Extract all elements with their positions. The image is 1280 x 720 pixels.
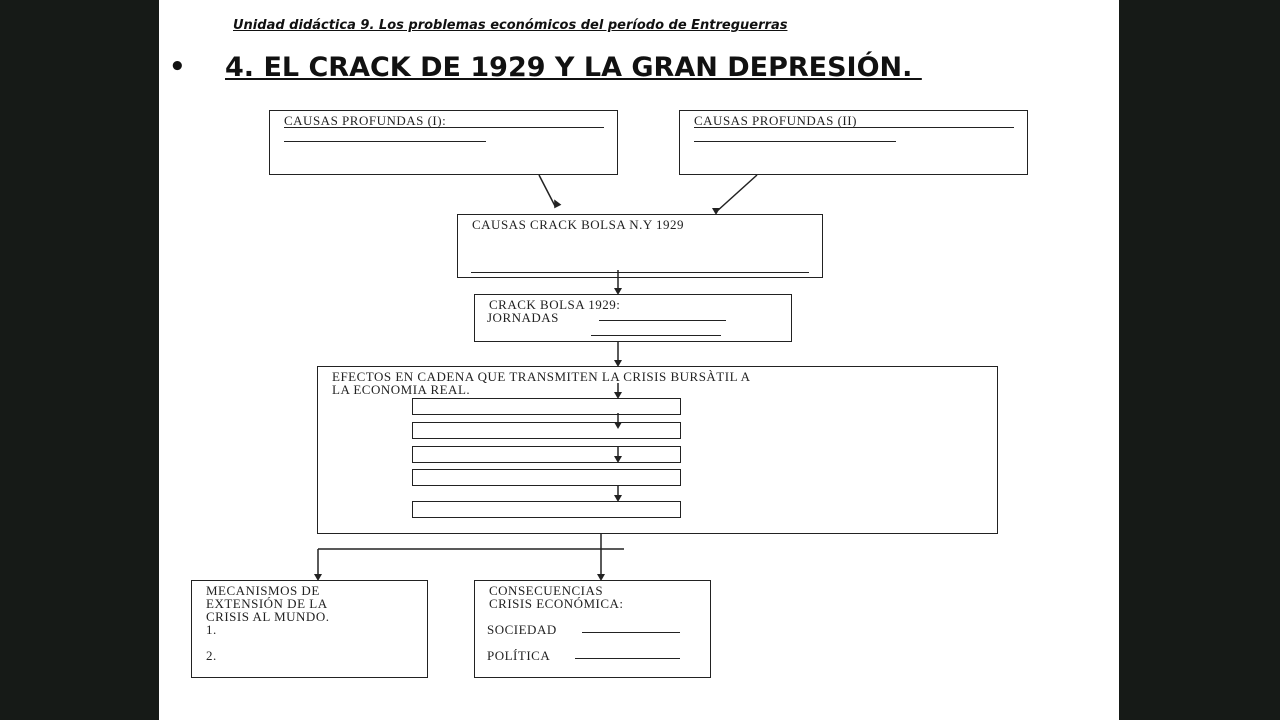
unit-header: Unidad didáctica 9. Los problemas económ… [233, 18, 788, 33]
chain-step-4 [412, 469, 681, 486]
slide: Unidad didáctica 9. Los problemas económ… [159, 0, 1119, 720]
chain-step-1 [412, 398, 681, 415]
blank-line [471, 272, 809, 273]
jornadas-label: JORNADAS [487, 310, 559, 325]
sociedad-label: SOCIEDAD [487, 622, 557, 637]
mecanismos-label-line2: EXTENSIÓN DE LA [206, 596, 328, 611]
slide-title: 4. EL CRACK DE 1929 Y LA GRAN DEPRESIÓN. [225, 52, 922, 83]
consecuencias-box: CONSECUENCIAS CRISIS ECONÓMICA: SOCIEDAD… [474, 580, 711, 678]
causas-profundas-2-label: CAUSAS PROFUNDAS (II) [694, 113, 857, 128]
blank-line [284, 141, 486, 142]
consecuencias-label-line2: CRISIS ECONÓMICA: [489, 596, 624, 611]
chain-step-5 [412, 501, 681, 518]
mecanismos-box: MECANISMOS DE EXTENSIÓN DE LA CRISIS AL … [191, 580, 428, 678]
efectos-label-line1: EFECTOS EN CADENA QUE TRANSMITEN LA CRIS… [332, 369, 751, 384]
efectos-cadena-box: EFECTOS EN CADENA QUE TRANSMITEN LA CRIS… [317, 366, 998, 534]
mecanismos-item-1: 1. [206, 622, 217, 637]
causas-profundas-2-box: CAUSAS PROFUNDAS (II) [679, 110, 1028, 175]
mecanismos-label-line1: MECANISMOS DE [206, 583, 320, 598]
crack-bolsa-box: CRACK BOLSA 1929: JORNADAS [474, 294, 792, 342]
blank-line [575, 658, 680, 659]
bullet: • [169, 52, 186, 82]
blank-line [284, 127, 604, 128]
politica-label: POLÍTICA [487, 648, 551, 663]
crack-bolsa-label: CRACK BOLSA 1929: [489, 297, 621, 312]
causas-profundas-1-box: CAUSAS PROFUNDAS (I): [269, 110, 618, 175]
mecanismos-label-line3: CRISIS AL MUNDO. [206, 609, 330, 624]
consecuencias-label-line1: CONSECUENCIAS [489, 583, 604, 598]
diagram-arrows [314, 174, 758, 581]
efectos-label-line2: LA ECONOMIA REAL. [332, 382, 471, 397]
chain-step-3 [412, 446, 681, 463]
blank-line [599, 320, 726, 321]
blank-line [694, 127, 1014, 128]
chain-step-2 [412, 422, 681, 439]
blank-line [591, 335, 721, 336]
causas-crack-box: CAUSAS CRACK BOLSA N.Y 1929 [457, 214, 823, 278]
blank-line [694, 141, 896, 142]
blank-line [582, 632, 680, 633]
causas-crack-label: CAUSAS CRACK BOLSA N.Y 1929 [472, 217, 685, 232]
causas-profundas-1-label: CAUSAS PROFUNDAS (I): [284, 113, 447, 128]
mecanismos-item-2: 2. [206, 648, 217, 663]
